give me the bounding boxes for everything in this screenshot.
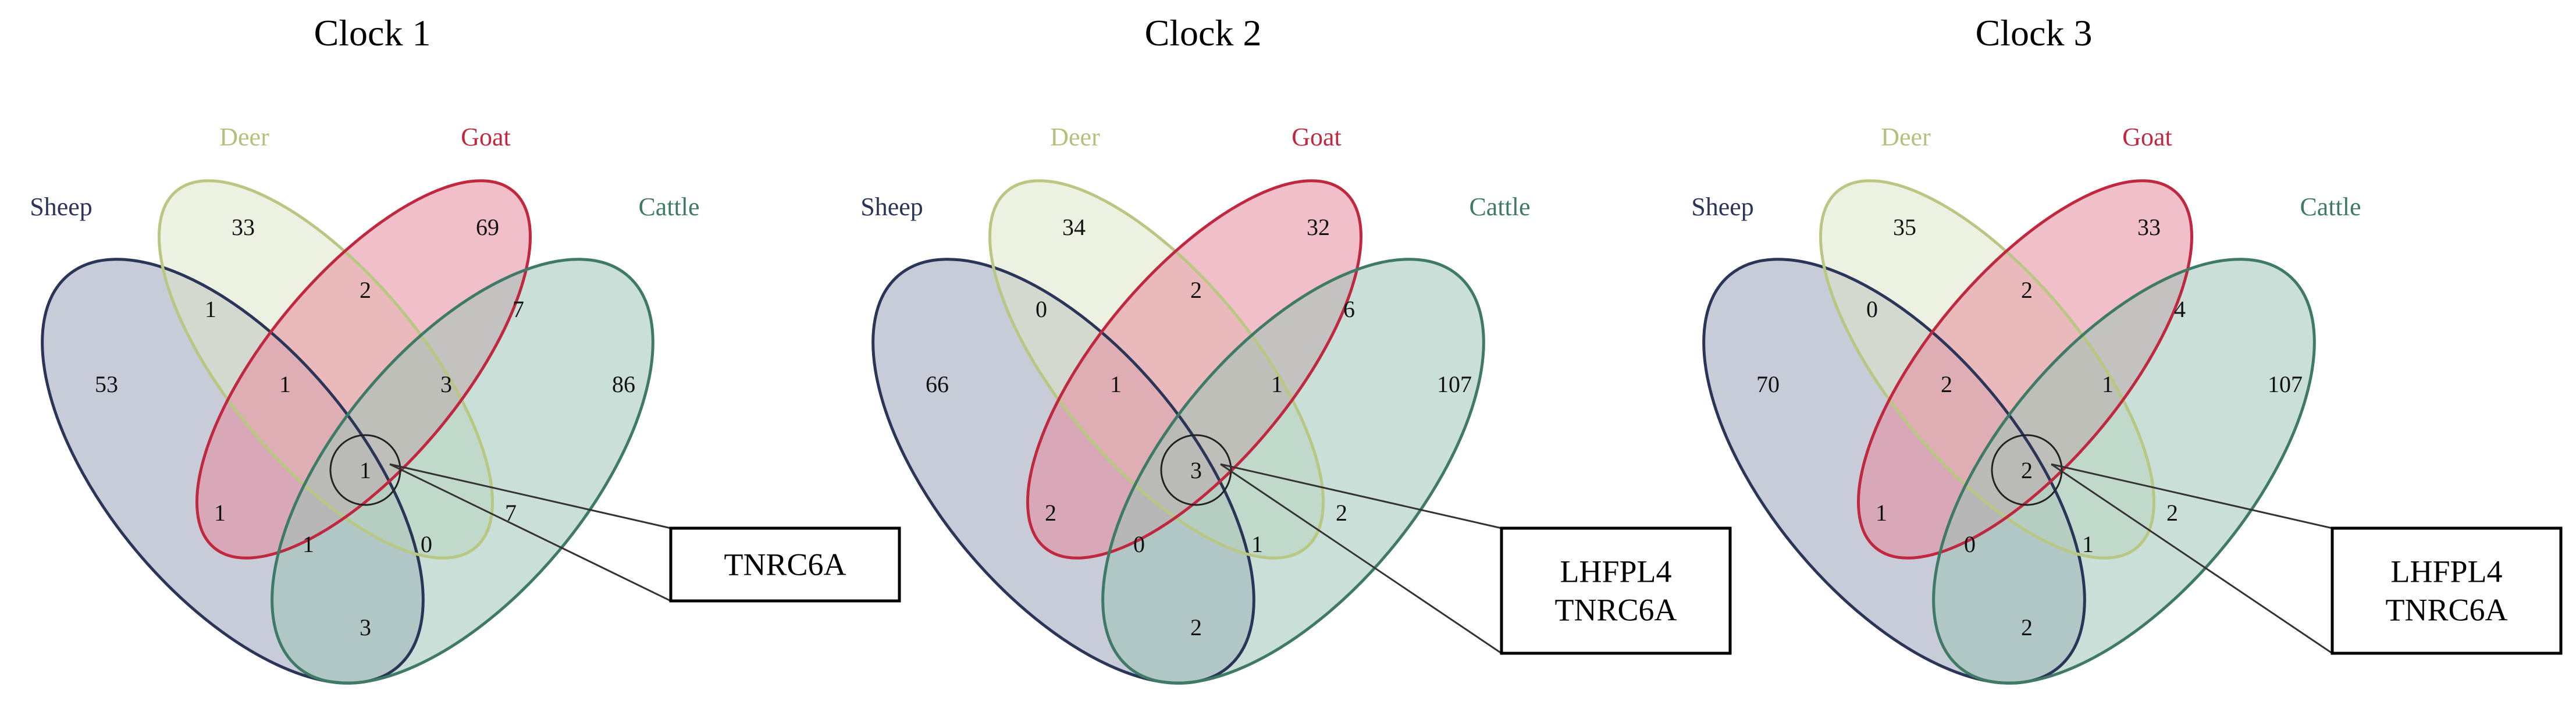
region-count-goat-only: 33	[2137, 214, 2161, 240]
region-count-deer-goat-cattle: 1	[1271, 371, 1283, 397]
region-count-deer-only: 33	[232, 214, 255, 240]
region-count-sheep-deer-cattle: 1	[2082, 531, 2094, 557]
gene-name: TNRC6A	[724, 547, 846, 582]
goat-set-outline	[195, 179, 532, 560]
region-count-sheep-deer: 0	[1866, 296, 1878, 322]
region-count-all-four: 1	[360, 457, 371, 483]
region-count-sheep-only: 70	[1756, 371, 1780, 397]
region-count-goat-cattle: 6	[1343, 296, 1355, 322]
all-four-highlight-circle	[1160, 434, 1232, 506]
deer-set-outline	[1819, 179, 2156, 560]
region-count-deer-cattle: 2	[1336, 500, 1347, 526]
region-count-sheep-goat: 1	[1876, 500, 1887, 526]
all-four-highlight-circle	[1991, 434, 2063, 506]
deer-set-outline	[988, 179, 1325, 560]
gene-callout-box	[1500, 526, 1732, 655]
sheep-label: Sheep	[30, 193, 92, 221]
cattle-set-ellipse	[1933, 259, 2315, 684]
region-count-sheep-deer-cattle: 0	[421, 531, 432, 557]
goat-label: Goat	[1291, 123, 1342, 151]
region-count-all-four: 3	[1190, 457, 1202, 483]
region-count-deer-cattle: 2	[2166, 500, 2178, 526]
gene-name: TNRC6A	[2385, 593, 2507, 628]
region-count-cattle-only: 107	[1437, 371, 1472, 397]
deer-label: Deer	[1881, 123, 1931, 151]
region-count-goat-only: 32	[1307, 214, 1330, 240]
goat-set-outline	[1856, 179, 2194, 560]
sheep-label: Sheep	[860, 193, 923, 221]
cattle-set-ellipse	[1102, 259, 1484, 684]
region-count-sheep-deer-cattle: 1	[1251, 531, 1263, 557]
callout-leader-top	[389, 463, 671, 529]
cattle-label: Cattle	[638, 193, 699, 221]
region-count-all-four: 2	[2021, 457, 2033, 483]
callout-leader-top	[1220, 463, 1502, 529]
region-count-deer-goat: 2	[1190, 277, 1202, 303]
cattle-set-outline	[1101, 258, 1485, 685]
deer-set-outline	[157, 179, 494, 560]
gene-callout-box	[2331, 526, 2563, 655]
panel-title: Clock 2	[1145, 12, 1262, 54]
sheep-set-outline	[871, 258, 1255, 685]
region-count-goat-cattle: 4	[2174, 296, 2186, 322]
region-count-goat-cattle: 7	[513, 296, 524, 322]
panel-title: Clock 1	[314, 12, 431, 54]
sheep-label: Sheep	[1691, 193, 1754, 221]
sheep-set-outline	[41, 258, 425, 685]
cattle-label: Cattle	[1469, 193, 1530, 221]
region-count-deer-only: 34	[1062, 214, 1086, 240]
gene-callout-box	[669, 526, 901, 603]
cattle-set-outline	[1932, 258, 2316, 685]
region-count-sheep-goat-cattle: 0	[1133, 531, 1145, 557]
gene-name: TNRC6A	[1554, 593, 1677, 628]
region-count-cattle-only: 107	[2268, 371, 2303, 397]
region-count-sheep-deer: 1	[205, 296, 216, 322]
gene-name: LHFPL4	[2390, 554, 2502, 589]
region-count-sheep-cattle: 3	[360, 614, 371, 640]
region-count-sheep-goat-cattle: 0	[1964, 531, 1976, 557]
region-count-sheep-goat: 1	[214, 500, 226, 526]
cattle-set-ellipse	[272, 259, 653, 684]
region-count-goat-only: 69	[476, 214, 499, 240]
goat-label: Goat	[461, 123, 511, 151]
deer-label: Deer	[219, 123, 269, 151]
region-count-sheep-only: 66	[926, 371, 949, 397]
callout-leader-bottom	[389, 463, 671, 602]
region-count-sheep-deer-goat: 1	[279, 371, 291, 397]
region-count-sheep-goat-cattle: 1	[303, 531, 314, 557]
gene-name: LHFPL4	[1560, 554, 1671, 589]
goat-label: Goat	[2122, 123, 2172, 151]
region-count-sheep-cattle: 2	[2021, 614, 2033, 640]
region-count-deer-goat-cattle: 1	[2102, 371, 2114, 397]
region-count-deer-goat: 2	[360, 277, 371, 303]
region-count-sheep-deer: 0	[1036, 296, 1047, 322]
panel-title: Clock 3	[1976, 12, 2093, 54]
cattle-label: Cattle	[2300, 193, 2361, 221]
region-count-deer-goat: 2	[2021, 277, 2033, 303]
region-count-deer-goat-cattle: 3	[440, 371, 452, 397]
callout-leader-top	[2051, 463, 2333, 529]
cattle-set-outline	[271, 258, 654, 685]
callout-leader-bottom	[1220, 463, 1502, 654]
region-count-cattle-only: 86	[612, 371, 635, 397]
region-count-deer-only: 35	[1893, 214, 1916, 240]
callout-leader-bottom	[2051, 463, 2333, 654]
sheep-set-outline	[1702, 258, 2086, 685]
region-count-sheep-deer-goat: 2	[1941, 371, 1952, 397]
region-count-sheep-only: 53	[95, 371, 118, 397]
region-count-sheep-cattle: 2	[1190, 614, 1202, 640]
goat-set-outline	[1026, 179, 1363, 560]
region-count-sheep-deer-goat: 1	[1110, 371, 1122, 397]
region-count-sheep-goat: 2	[1045, 500, 1056, 526]
deer-label: Deer	[1050, 123, 1100, 151]
region-count-deer-cattle: 7	[505, 500, 517, 526]
